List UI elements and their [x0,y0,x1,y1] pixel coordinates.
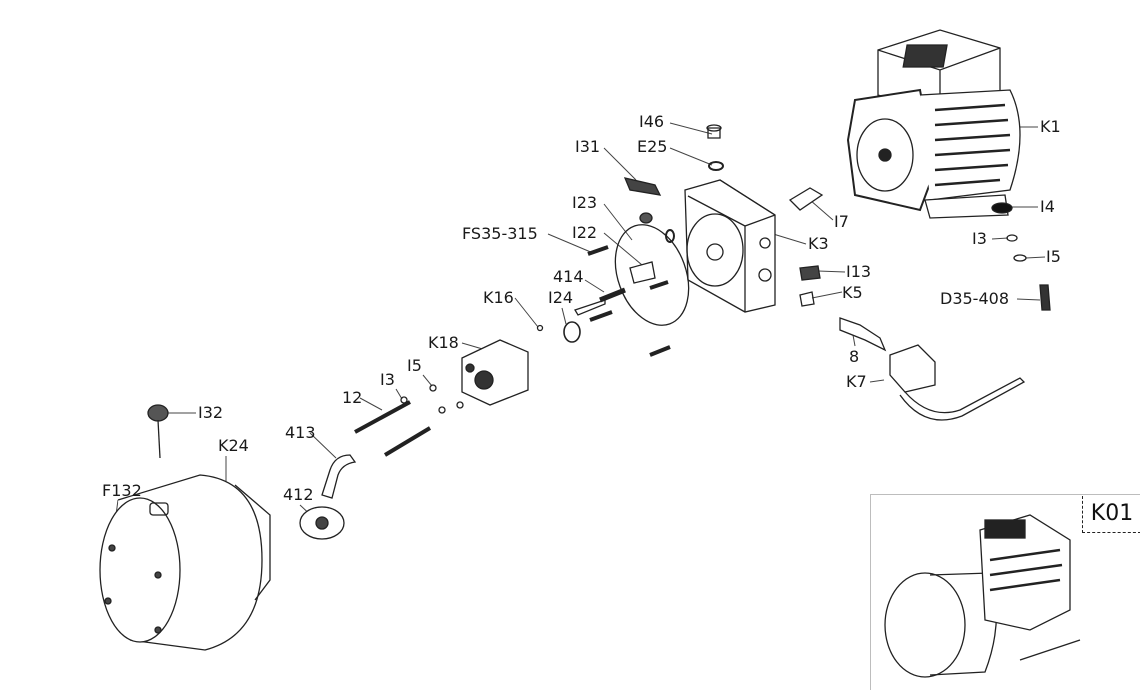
manifold-block-drawing [684,179,776,313]
label-I3-right: I3 [972,229,987,248]
label-K16: K16 [483,288,514,307]
label-I4: I4 [1040,197,1055,216]
inset-tag: K01 [1082,496,1140,533]
label-E25: E25 [637,137,668,156]
label-414: 414 [553,267,584,286]
label-I31: I31 [575,137,601,156]
label-I32: I32 [198,403,224,422]
tank-drawing [99,474,271,651]
label-K1: K1 [1040,117,1061,136]
label-F132: F132 [102,481,142,500]
label-8: 8 [849,347,860,366]
motor-drawing [846,29,1021,219]
label-K5: K5 [842,283,863,302]
assembled-unit-drawing [884,514,1081,678]
label-I24: I24 [548,288,574,307]
gear-pump-drawing [461,339,529,406]
label-I22: I22 [572,223,598,242]
label-D35-408: D35-408 [940,289,1009,308]
label-I3-left: I3 [380,370,395,389]
label-K7: K7 [846,372,867,391]
assembled-unit-inset [870,494,1140,690]
label-I13: I13 [846,262,872,281]
label-K24: K24 [218,436,249,455]
label-I23: I23 [572,193,598,212]
label-412: 412 [283,485,314,504]
label-413: 413 [285,423,316,442]
label-I5-left: I5 [407,356,422,375]
label-I5-right: I5 [1046,247,1061,266]
label-I46: I46 [639,112,665,131]
label-I7: I7 [834,212,849,231]
label-FS35-315: FS35-315 [462,224,538,243]
label-12: 12 [342,388,363,407]
label-K3: K3 [808,234,829,253]
label-K18: K18 [428,333,459,352]
